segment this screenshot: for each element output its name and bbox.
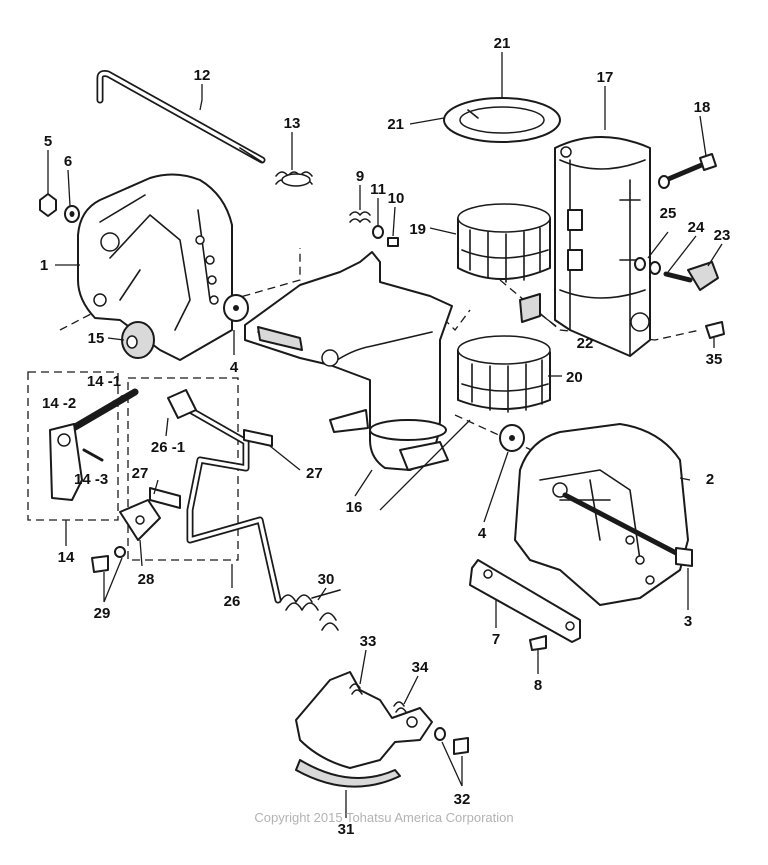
- part-27-pin-upper: [243, 429, 273, 447]
- callout-3: 3: [684, 613, 692, 630]
- part-22-shim: [519, 293, 541, 323]
- callout-4-left: 4: [230, 359, 239, 376]
- part-12-tilt-rod: [96, 70, 266, 164]
- callout-22: 22: [577, 335, 594, 352]
- callout-31: 31: [338, 821, 355, 838]
- copyright-notice: Copyright 2015 Tohatsu America Corporati…: [254, 810, 513, 825]
- part-4-washer-right: [499, 424, 525, 452]
- callout-20: 20: [566, 369, 583, 386]
- part-7-plate: [469, 559, 581, 643]
- part-10-bolt: [387, 237, 399, 247]
- callout-14: 14: [58, 549, 75, 566]
- callout-12: 12: [194, 67, 211, 84]
- callout-27-lower: 27: [132, 465, 149, 482]
- part-27-pin-lower: [149, 487, 181, 509]
- callout-1: 1: [40, 257, 48, 274]
- dashed-box-part-14: [27, 371, 119, 521]
- part-31-stopper-lever: [295, 671, 433, 788]
- part-18-bolt: [658, 153, 717, 189]
- callout-34: 34: [412, 659, 429, 676]
- callout-24: 24: [688, 219, 705, 236]
- dashed-box-part-26: [127, 377, 239, 561]
- part-5-nut: [39, 193, 57, 217]
- callout-labels: 21 21 17 18 12 13 5 6 1 15 4 9 11 10 19 …: [40, 35, 731, 838]
- leader-lines: [47, 52, 723, 818]
- part-30-spring: [279, 589, 341, 631]
- part-15-thumb-screw: [121, 321, 155, 359]
- part-24-washer: [649, 261, 661, 275]
- callout-32: 32: [454, 791, 471, 808]
- part-1-stern-bracket-left: [77, 173, 233, 361]
- callout-29: 29: [94, 605, 111, 622]
- part-21-ring: [443, 97, 561, 143]
- part-32-bolt: [434, 727, 469, 755]
- part-26-tilt-lever: [167, 389, 282, 604]
- callout-10: 10: [388, 190, 405, 207]
- part-8-screw: [529, 635, 547, 651]
- callout-17: 17: [597, 69, 614, 86]
- part-17-swivel-case: [554, 136, 651, 357]
- callout-14-2: 14 -2: [42, 395, 76, 412]
- callout-27-upper: 27: [306, 465, 323, 482]
- part-6-washer: [64, 205, 80, 223]
- part-28-bracket: [119, 499, 161, 541]
- part-35-grease-nipple: [705, 321, 725, 339]
- callout-26: 26: [224, 593, 241, 610]
- part-19-bushing: [457, 203, 551, 283]
- callout-33: 33: [360, 633, 377, 650]
- callout-25: 25: [660, 205, 677, 222]
- callout-15: 15: [88, 330, 105, 347]
- callout-23: 23: [714, 227, 731, 244]
- callout-21-side: 21: [387, 116, 404, 133]
- part-4-washer-left: [223, 294, 249, 322]
- callout-35: 35: [706, 351, 723, 368]
- part-9-spring: [349, 211, 371, 223]
- part-16-swivel-bracket: [244, 251, 453, 471]
- callout-7: 7: [492, 631, 500, 648]
- part-11-washer: [372, 225, 384, 239]
- part-33-spring: [349, 683, 363, 695]
- callout-16: 16: [346, 499, 363, 516]
- callout-30: 30: [318, 571, 335, 588]
- callout-28: 28: [138, 571, 155, 588]
- part-25-washer: [634, 257, 646, 271]
- callout-13: 13: [284, 115, 301, 132]
- callout-14-3: 14 -3: [74, 471, 108, 488]
- callout-5: 5: [44, 133, 52, 150]
- part-34-spring: [393, 701, 407, 713]
- callout-9: 9: [356, 168, 364, 185]
- callout-26-1: 26 -1: [151, 439, 185, 456]
- callout-19: 19: [409, 221, 426, 238]
- callout-2: 2: [706, 471, 714, 488]
- part-23-wing-bolt: [663, 261, 719, 291]
- callout-18: 18: [694, 99, 711, 116]
- callout-11: 11: [370, 181, 386, 198]
- callout-8: 8: [534, 677, 542, 694]
- part-20-bushing: [457, 335, 551, 413]
- callout-21-top: 21: [494, 35, 511, 52]
- callout-6: 6: [64, 153, 72, 170]
- callout-14-1: 14 -1: [87, 373, 121, 390]
- part-14-latch-assembly: [49, 388, 139, 501]
- part-13-spring: [275, 171, 313, 187]
- part-29-screw: [91, 546, 126, 573]
- part-3-bolt: [562, 492, 693, 567]
- callout-4-right: 4: [478, 525, 487, 542]
